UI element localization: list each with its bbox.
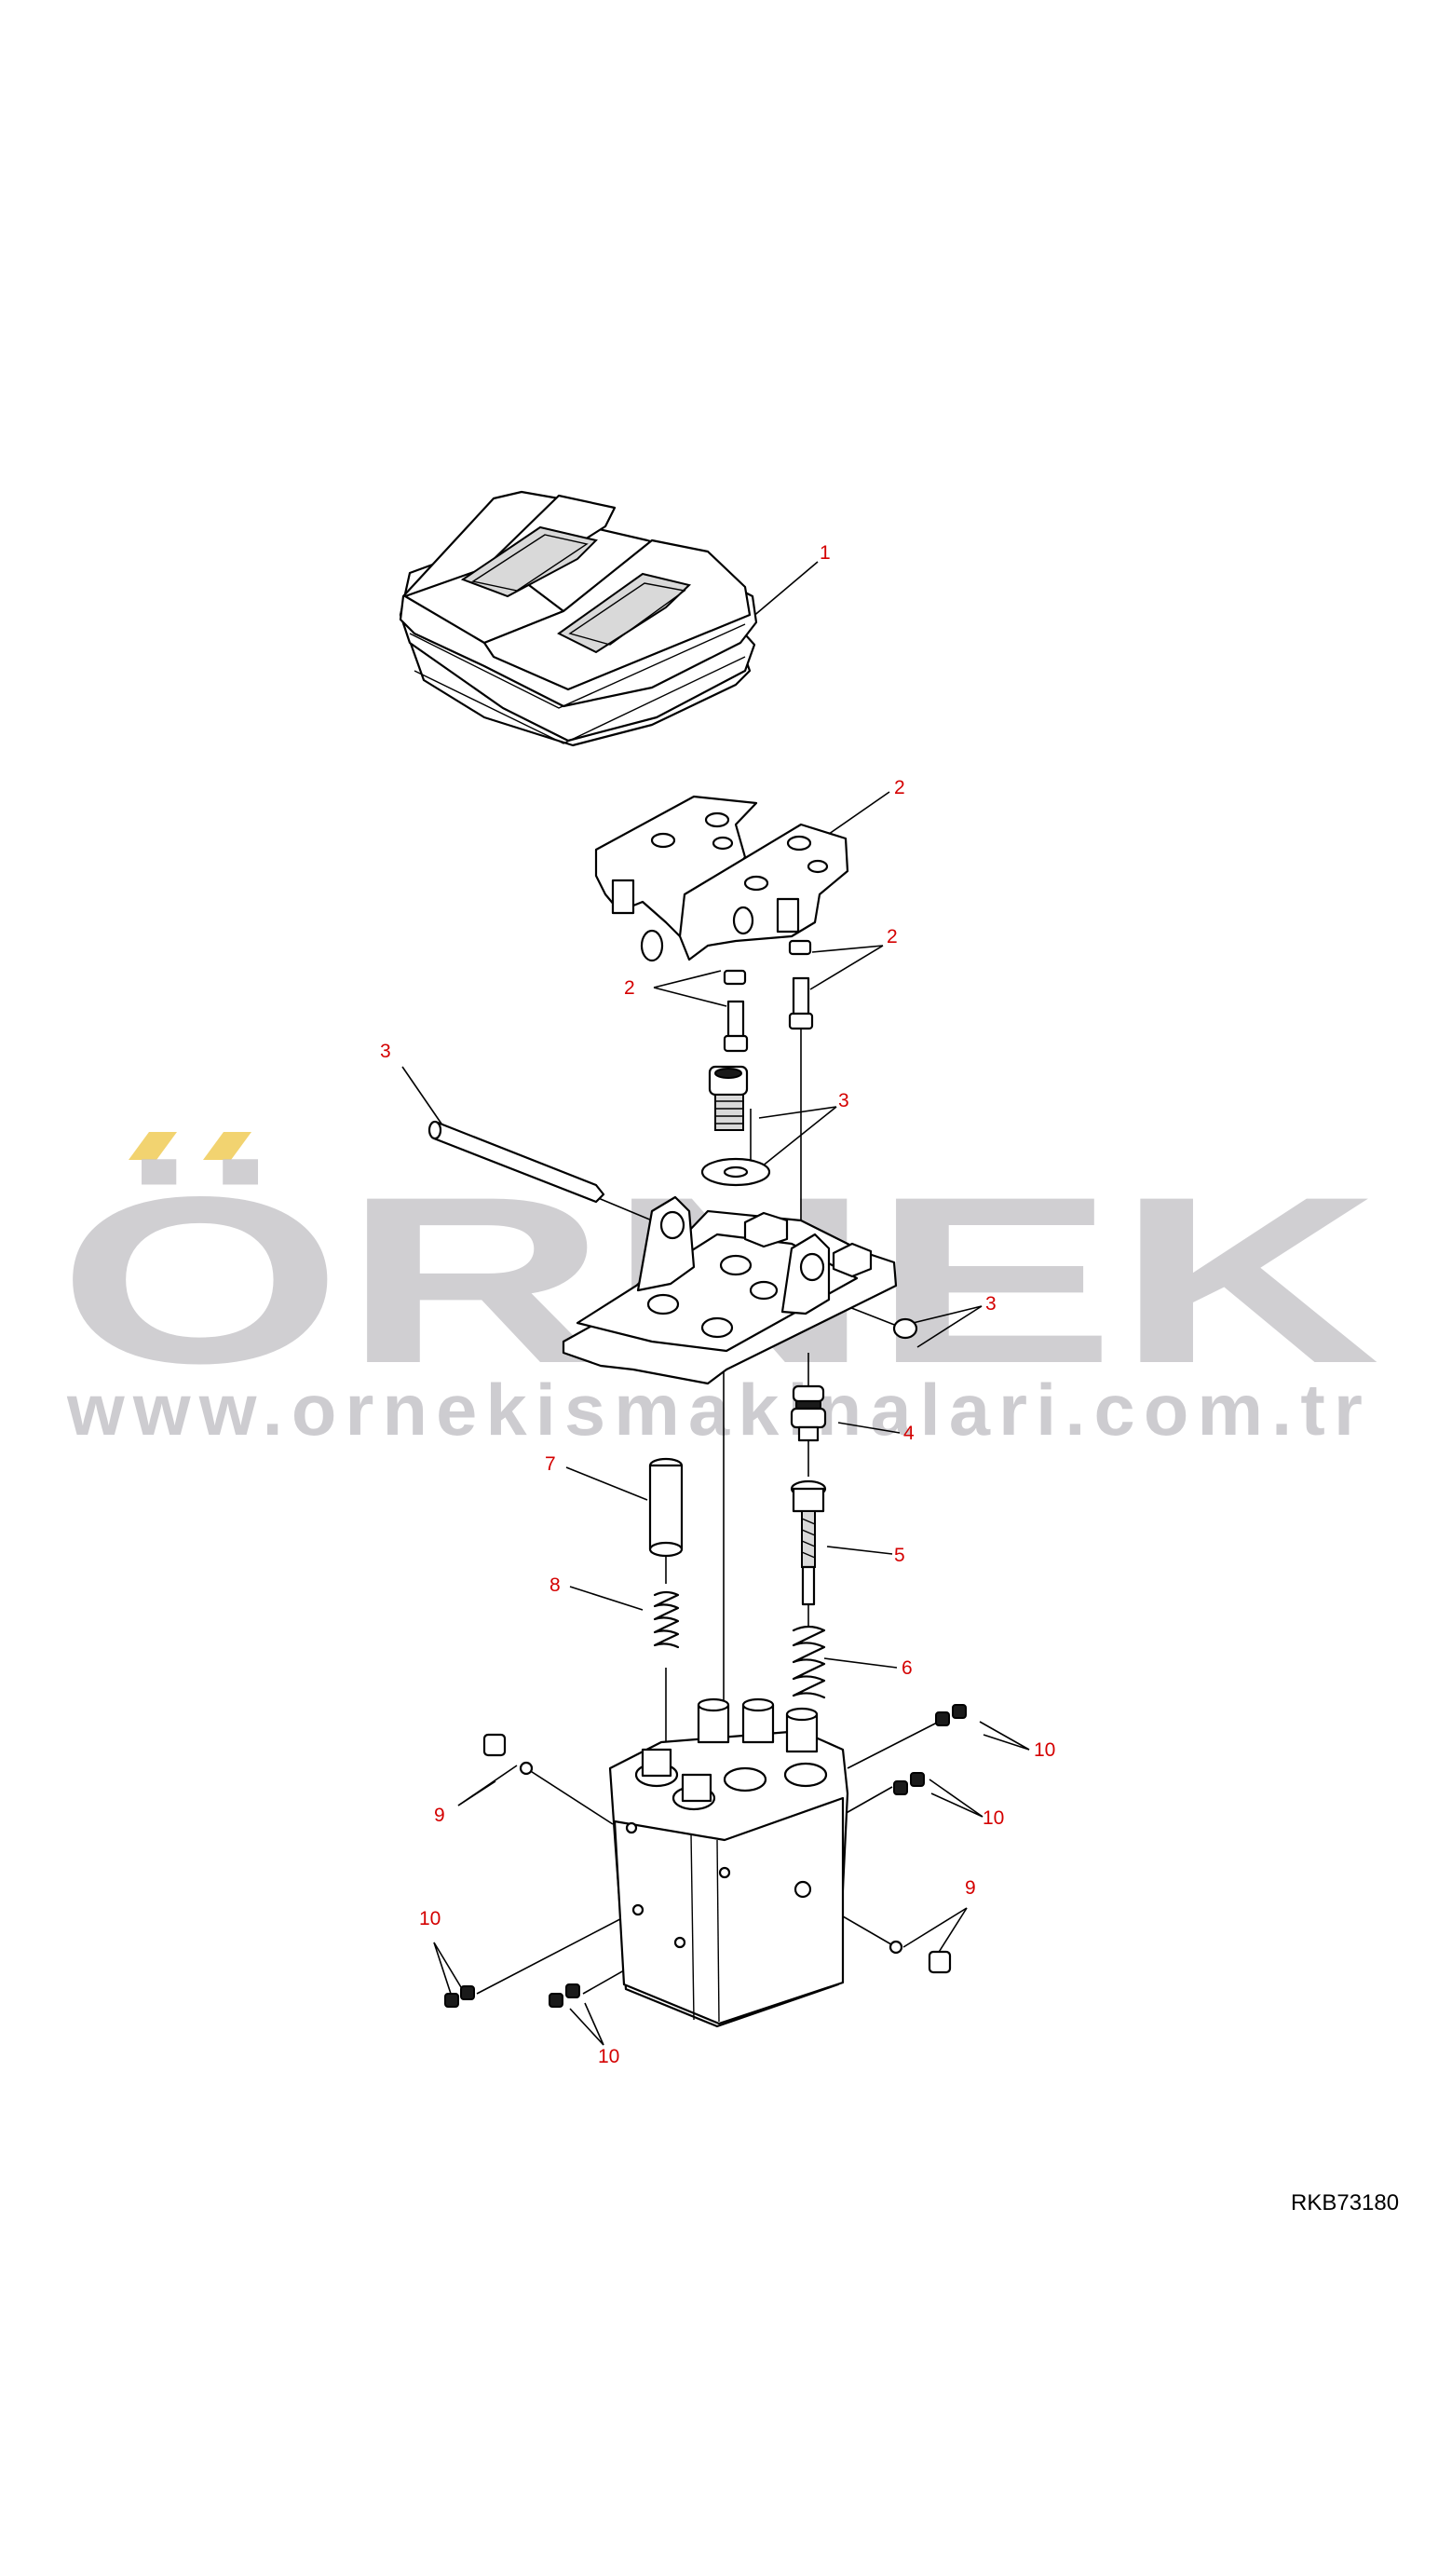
part-sleeve-and-spring <box>648 1457 684 1649</box>
callout-2-left-screw: 2 <box>624 977 635 999</box>
callout-10-bottom: 10 <box>598 2046 619 2067</box>
watermark-accent-right <box>203 1132 251 1160</box>
callout-10-left: 10 <box>419 1908 441 1929</box>
callout-10-top-right: 10 <box>1034 1739 1055 1761</box>
callout-2-right-screw: 2 <box>887 926 898 947</box>
part-plugs <box>444 1704 967 2008</box>
part-upper-bracket <box>594 795 849 962</box>
part-valve-body <box>608 1697 849 2028</box>
part-small-screws <box>723 939 814 1053</box>
callout-4: 4 <box>903 1423 915 1444</box>
watermark-url: www.ornekismakinalari.com.tr <box>66 1369 1371 1451</box>
callout-1: 1 <box>820 542 831 564</box>
callout-9-right: 9 <box>965 1877 976 1899</box>
callout-3-pin: 3 <box>380 1041 391 1062</box>
callout-7: 7 <box>545 1453 556 1475</box>
part-pin-and-fasteners <box>427 1065 918 1340</box>
watermark-accent-left <box>129 1132 177 1160</box>
callout-10-right: 10 <box>983 1807 1004 1829</box>
part-middle-bracket <box>562 1195 898 1385</box>
callout-3-bolt: 3 <box>838 1090 849 1111</box>
callout-6: 6 <box>902 1657 913 1679</box>
leader-lines <box>401 561 1030 2046</box>
callout-2-bracket: 2 <box>894 777 905 798</box>
reference-code: RKB73180 <box>1291 2190 1399 2215</box>
callout-9-left: 9 <box>434 1805 445 1826</box>
callout-5: 5 <box>894 1545 905 1566</box>
part-plunger-stack <box>790 1384 827 1699</box>
callout-labels: 1 2 2 2 3 3 3 4 5 6 7 8 9 9 10 10 10 10 <box>380 542 1055 2067</box>
callout-8: 8 <box>549 1574 561 1596</box>
part-rubber-boot <box>399 490 758 747</box>
callout-3-ring: 3 <box>985 1293 997 1315</box>
